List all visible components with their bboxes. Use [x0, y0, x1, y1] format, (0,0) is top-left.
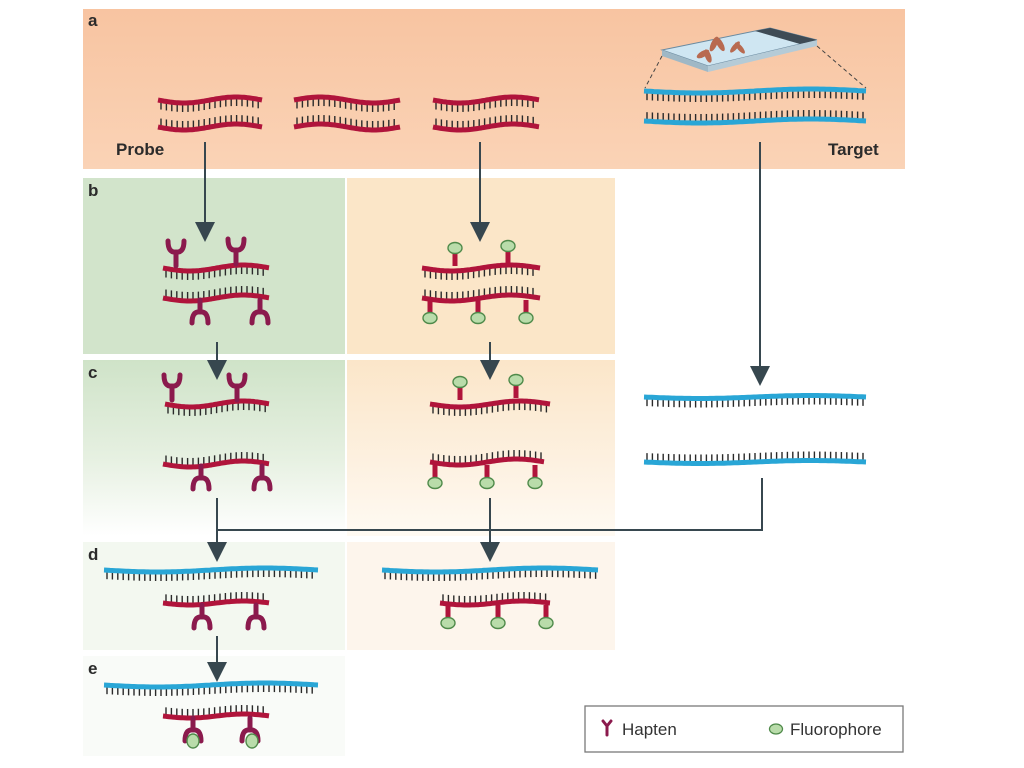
probe-duplex-3 [432, 94, 540, 133]
fluor-c-bottom-2 [479, 465, 495, 490]
hapten-icon [601, 719, 613, 737]
bound-fluorophore-2 [245, 733, 259, 749]
fluor-d-3 [538, 605, 554, 630]
target-strand-e [103, 680, 319, 696]
fluor-labelled-duplex [421, 262, 541, 304]
fluor-b-top-1 [447, 241, 463, 266]
panel-letter-e: e [88, 659, 97, 678]
fluor-b-bottom-3 [518, 300, 534, 325]
hapten-strand-c-bottom [162, 452, 270, 470]
hapten-c-bottom-1 [190, 463, 212, 492]
fluor-column-c-background [347, 360, 615, 536]
probe-strand-e [162, 705, 270, 721]
probe-duplex-2-bottom-strand [293, 115, 401, 133]
fluor-d-1 [440, 605, 456, 630]
fluor-b-bottom-2 [470, 300, 486, 325]
panel-e-background [83, 656, 345, 756]
probe-strand-d-right [439, 592, 551, 608]
fluor-c-bottom-1 [427, 465, 443, 490]
fluor-labelled-duplex-top-strand [421, 262, 541, 280]
target-label: Target [828, 140, 879, 159]
hapten-c-top-1 [161, 372, 183, 403]
probe-duplex-3-top-strand [432, 94, 540, 112]
hapten-strand-c-top [164, 398, 270, 416]
target-duplex-top-strand [643, 86, 867, 102]
hapten-e-2 [239, 715, 261, 744]
hapten-labelled-duplex-top-strand [162, 262, 270, 280]
target-strand-c-top [643, 393, 867, 408]
target-strand-d-right [381, 565, 599, 581]
hapten-d-2 [245, 602, 267, 631]
target-merge-connector [217, 478, 763, 531]
target-duplex-bottom-strand [643, 110, 867, 126]
panel-letter-d: d [88, 545, 98, 564]
fluor-c-top-1 [452, 375, 468, 400]
target-strand-c-bottom [643, 451, 867, 466]
panel-letter-c: c [88, 363, 97, 382]
legend-box [584, 705, 904, 753]
legend: Hapten Fluorophore [584, 705, 904, 753]
legend-fluorophore-label: Fluorophore [790, 720, 882, 739]
probe-duplex-1 [157, 94, 263, 133]
hapten-b-top-2 [225, 236, 247, 267]
fluor-c-bottom-3 [527, 465, 543, 490]
fluor-strand-c-bottom [429, 450, 545, 468]
hapten-b-bottom-2 [249, 297, 271, 326]
bound-fluorophore-1 [186, 733, 200, 749]
flow-arrows [195, 142, 770, 682]
probe-duplex-1-top-strand [157, 94, 263, 112]
fluor-labelled-duplex-bottom-strand [421, 286, 541, 304]
hapten-labelled-duplex-bottom-strand [162, 286, 270, 304]
hapten-d-1 [191, 602, 213, 631]
probe-strand-d-left [162, 592, 270, 608]
chromosome-icon [696, 36, 745, 63]
hapten-b-top-1 [165, 238, 187, 269]
probe-duplex-2 [293, 94, 401, 133]
panel-letter-b: b [88, 181, 98, 200]
hapten-e-1 [182, 715, 204, 744]
fluor-d-2 [490, 605, 506, 630]
probe-duplex-2-top-strand [293, 94, 401, 112]
molecules [103, 86, 867, 749]
fluor-b-top-2 [500, 239, 516, 264]
probe-duplex-1-bottom-strand [157, 115, 263, 133]
probe-label: Probe [116, 140, 164, 159]
target-strand-d-left [103, 565, 319, 581]
panel-letter-a: a [88, 11, 98, 30]
microscope-slide-icon [644, 27, 867, 89]
hapten-labelled-duplex [162, 262, 270, 304]
hapten-c-bottom-2 [251, 463, 273, 492]
probe-duplex-3-bottom-strand [432, 115, 540, 133]
fluor-strand-c-top [429, 398, 551, 416]
legend-hapten-label: Hapten [622, 720, 677, 739]
hapten-c-top-2 [226, 372, 248, 403]
hapten-b-bottom-1 [189, 297, 211, 326]
hapten-column-c-background [83, 360, 345, 536]
fluor-c-top-2 [508, 373, 524, 398]
fluorophore-icon [768, 723, 784, 735]
fluor-b-bottom-1 [422, 300, 438, 325]
target-duplex [643, 86, 867, 126]
